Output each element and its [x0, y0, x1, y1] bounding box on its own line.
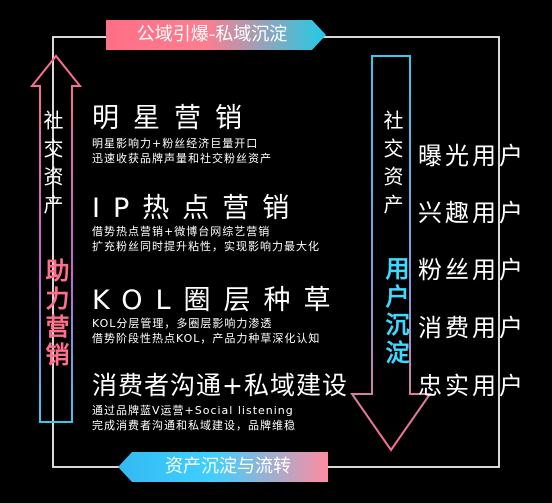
- item-desc-line: 借势热点营销+微博台网综艺营销: [92, 225, 271, 238]
- item-desc-line: 通过品牌蓝V运营+Social listening: [92, 404, 294, 417]
- user-item-fans: 粉丝用户: [418, 256, 526, 284]
- user-item-exposure: 曝光用户: [418, 142, 526, 170]
- right-bottom-text: 用户沉淀: [381, 256, 409, 368]
- item-desc-line: 扩充粉丝同时提升粘性，实现影响力最大化: [92, 240, 320, 253]
- item-title-ip-marketing: IP热点营销: [92, 193, 303, 224]
- right-down-arrow: [350, 55, 432, 452]
- user-item-loyal: 忠实用户: [418, 372, 526, 400]
- banner-asset-flow: 资产沉淀与流转: [118, 452, 328, 482]
- left-bottom-text: 助力营销: [41, 258, 69, 370]
- item-title-consumer: 消费者沟通+私域建设: [92, 371, 348, 400]
- item-desc-line: KOL分层管理，多圈层影响力渗透: [92, 317, 273, 330]
- user-item-consumer: 消费用户: [418, 314, 526, 342]
- item-desc-line: 借势阶段性热点KOL，产品力种草深化认知: [92, 332, 321, 345]
- item-desc-line: 迅速收获品牌声量和社交粉丝资产: [92, 152, 272, 165]
- left-up-arrow: [30, 54, 82, 423]
- right-top-text: 社交资产: [380, 110, 404, 222]
- left-top-text: 社交资产: [40, 110, 64, 222]
- item-title-kol: KOL圈层种草: [92, 285, 344, 316]
- item-desc-line: 明星影响力+粉丝经济巨量开口: [92, 137, 259, 150]
- item-desc-line: 完成消费者沟通和私域建设，品牌维稳: [92, 419, 296, 432]
- user-item-interest: 兴趣用户: [418, 199, 526, 227]
- item-title-star-marketing: 明星营销: [92, 103, 256, 134]
- banner-public-to-private: 公域引爆-私域沉淀: [106, 20, 326, 50]
